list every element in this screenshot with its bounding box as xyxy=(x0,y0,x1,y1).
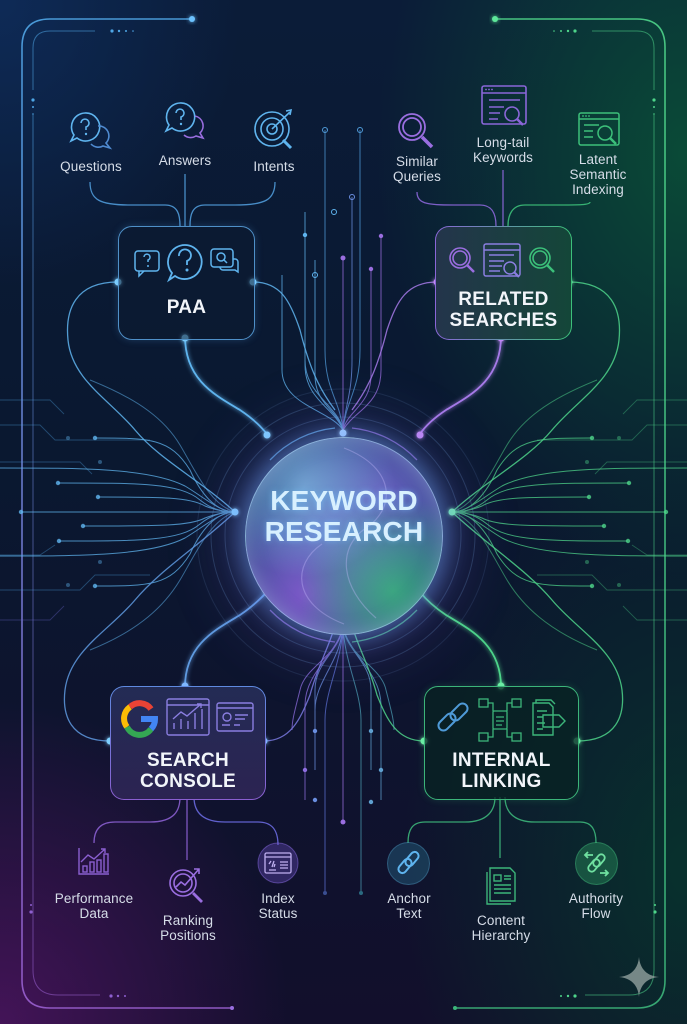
label-similar-queries: Similar Queries xyxy=(393,154,441,184)
answer-chat-icon xyxy=(164,102,205,140)
hub-search-console[interactable]: SEARCH CONSOLE xyxy=(110,686,266,800)
hub-console-icons xyxy=(121,697,255,739)
chain-link-icon xyxy=(437,702,469,732)
child-long-tail-keywords xyxy=(480,84,528,130)
label-long-tail-keywords: Long-tail Keywords xyxy=(472,135,534,165)
hub-related-searches[interactable]: RELATED SEARCHES xyxy=(435,226,572,340)
child-anchor-text xyxy=(387,842,430,885)
hub-paa[interactable]: PAA xyxy=(118,226,255,340)
bar-chart-window-icon xyxy=(166,698,210,736)
bar-chart-icon xyxy=(78,848,109,875)
browser-search-icon xyxy=(578,112,620,146)
child-lsi xyxy=(577,111,621,149)
orb-swirl xyxy=(301,447,387,625)
hub-linking-icons xyxy=(435,697,569,743)
trend-magnifier-icon xyxy=(169,868,203,903)
question-chat-icon xyxy=(69,112,113,150)
label-performance-data: Performance Data xyxy=(54,891,134,921)
hub-internal-linking[interactable]: INTERNAL LINKING xyxy=(424,686,579,800)
magnifier-icon xyxy=(398,113,434,149)
link-arrows-icon xyxy=(575,842,618,885)
browser-search-icon xyxy=(481,85,527,126)
hub-paa-icons xyxy=(133,243,240,283)
dashboard-window-icon xyxy=(216,702,254,732)
child-answers xyxy=(162,100,208,146)
child-content-hierarchy xyxy=(484,866,518,906)
magnifier-icon xyxy=(449,247,475,273)
chain-link-icon xyxy=(387,842,430,885)
child-questions xyxy=(68,110,114,152)
label-intents: Intents xyxy=(253,159,295,174)
google-g-icon xyxy=(121,700,158,738)
target-icon xyxy=(254,108,293,150)
child-index-status xyxy=(257,842,299,884)
hub-related-title: RELATED SEARCHES xyxy=(449,289,558,331)
label-questions: Questions xyxy=(60,159,122,174)
child-ranking-positions xyxy=(167,865,207,905)
sparkle-icon xyxy=(619,957,659,997)
label-answers: Answers xyxy=(158,153,212,168)
hub-paa-title: PAA xyxy=(166,297,207,318)
label-anchor-text: Anchor Text xyxy=(387,891,431,921)
question-bubble-icon xyxy=(166,244,203,283)
child-similar-queries xyxy=(396,111,436,151)
search-chat-icon xyxy=(210,248,239,274)
document-icon xyxy=(486,867,516,905)
label-content-hierarchy: Content Hierarchy xyxy=(471,913,531,943)
browser-search-icon xyxy=(483,243,521,278)
code-window-icon xyxy=(257,842,299,884)
question-box-icon xyxy=(134,250,160,278)
magnifier-icon xyxy=(529,247,555,273)
hub-console-title: SEARCH CONSOLE xyxy=(139,750,237,792)
child-performance-data xyxy=(77,846,111,876)
hub-linking-title: INTERNAL LINKING xyxy=(452,750,551,792)
child-intents xyxy=(252,107,296,153)
center-title: KEYWORD RESEARCH xyxy=(264,485,424,547)
label-index-status: Index Status xyxy=(258,891,298,921)
label-ranking-positions: Ranking Positions xyxy=(160,913,216,943)
label-lsi: Latent Semantic Indexing xyxy=(569,152,627,197)
document-export-icon xyxy=(532,699,566,736)
center-keyword-research[interactable]: KEYWORD RESEARCH xyxy=(245,437,443,635)
document-network-icon xyxy=(478,698,522,742)
label-authority-flow: Authority Flow xyxy=(568,891,624,921)
hub-related-icons xyxy=(448,242,559,282)
child-authority-flow xyxy=(575,842,618,885)
